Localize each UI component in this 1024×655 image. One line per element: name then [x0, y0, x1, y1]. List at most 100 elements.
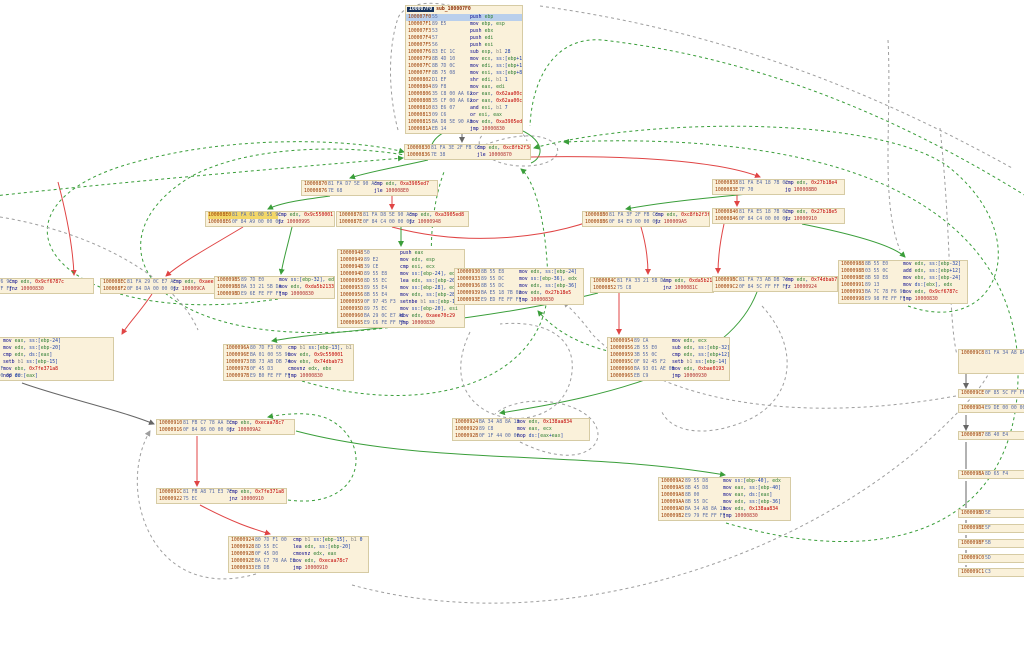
basic-block-r4[interactable]: 100009B78B 40 E4moveax, ds:[eax-28]	[958, 431, 1024, 440]
basic-block-r7[interactable]: 100009BE5Fpopedi	[958, 524, 1024, 533]
basic-block-r8[interactable]: 100009BF5Bpopebx	[958, 539, 1024, 548]
jump-target[interactable]: 10000830	[530, 298, 554, 303]
basic-block-r1[interactable]: 100009C881 FA 34 A8 8A 13cmpedx, 0x138aa…	[958, 349, 1024, 374]
jump-target[interactable]: 10000948	[417, 220, 441, 225]
jump-target[interactable]: 100009A5	[663, 220, 687, 225]
asm-line[interactable]: 100009C1C3ret	[959, 569, 1024, 576]
asm-line[interactable]: 100009B78B 40 E4moveax, ds:[eax-28]	[959, 432, 1024, 439]
jump-target[interactable]: 10000910	[304, 566, 328, 571]
basic-block-ablk[interactable]: 100009008B 45 E8moveax, ss:[ebp-24]10000…	[0, 337, 114, 381]
jump-target[interactable]: 10000924	[793, 285, 817, 290]
jump-target[interactable]: 100008B0	[793, 188, 817, 193]
asm-line[interactable]: 100009BA8D 65 F4leaesp, ss:[ebp-12]	[959, 471, 1024, 478]
function-name[interactable]: sub_100007F0	[436, 7, 471, 12]
jump-target[interactable]: 10000830	[299, 374, 323, 379]
basic-block-r9[interactable]: 100009C05Dpopebp	[958, 554, 1024, 563]
jump-target[interactable]: 1000081C	[674, 286, 698, 291]
asm-line[interactable]: 100009BD5Epopesi	[959, 510, 1024, 517]
basic-block-r5[interactable]: 100009BA8D 65 F4leaesp, ss:[ebp-12]	[958, 470, 1024, 479]
jump-target[interactable]: 100008E0	[385, 189, 409, 194]
jump-target[interactable]: 10000930	[683, 374, 707, 379]
jump-target[interactable]: 100009CA	[181, 287, 205, 292]
basic-block-r2[interactable]: 100009CE0F 85 5C FF FF FFjnz10000930	[958, 389, 1024, 398]
jump-target[interactable]: 10000830	[481, 127, 505, 132]
asm-line[interactable]: 100009063B 10cmpedx, ds:[eax]	[0, 352, 113, 359]
jump-target[interactable]: 10000870	[488, 153, 512, 158]
basic-block-r10[interactable]: 100009C1C3ret	[958, 568, 1024, 577]
jump-target[interactable]: 10000830	[20, 287, 44, 292]
asm-line[interactable]: 100009BE5Fpopedi	[959, 525, 1024, 532]
asm-line[interactable]: 100009CE0F 85 5C FF FF FFjnz10000930	[959, 390, 1024, 397]
basic-block-r3[interactable]: 100009D4E9 DE 00 00 00jmp10000AB7	[958, 404, 1024, 413]
